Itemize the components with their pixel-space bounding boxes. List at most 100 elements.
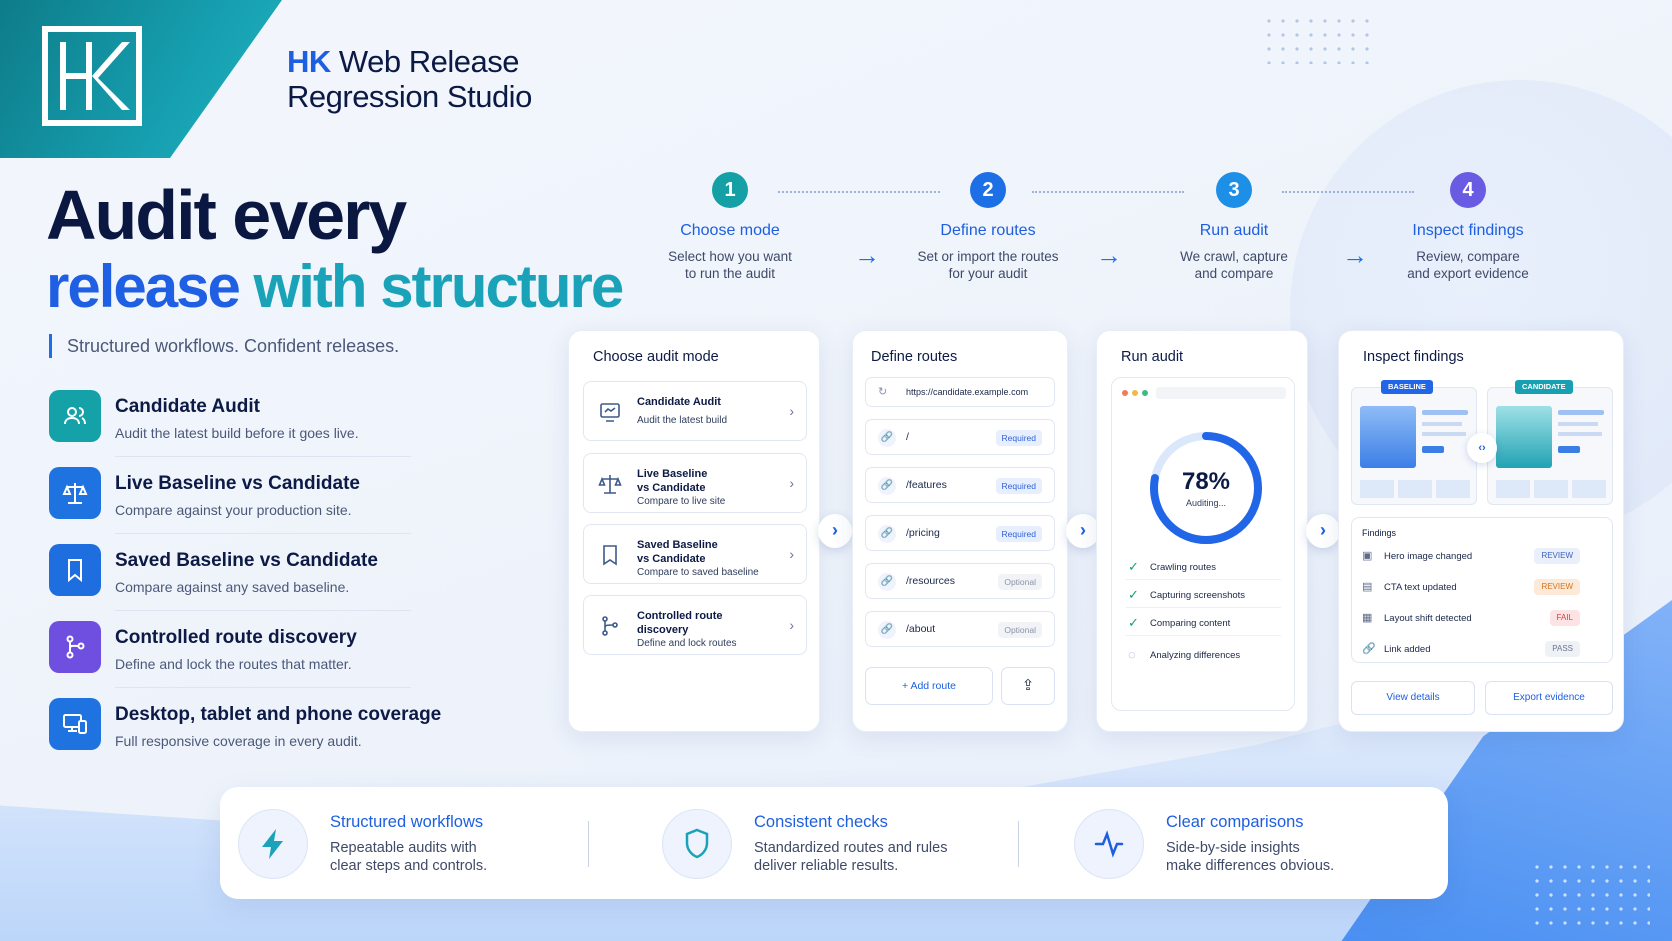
baseline-label: BASELINE xyxy=(1381,380,1433,394)
next-step-button[interactable]: › xyxy=(1306,514,1340,548)
feature-desc: Compare against your production site. xyxy=(115,502,352,518)
next-step-button[interactable]: › xyxy=(1066,514,1100,548)
lightning-icon xyxy=(238,809,308,879)
feature-title: Saved Baseline vs Candidate xyxy=(115,550,378,571)
text-line xyxy=(1558,410,1604,415)
check-row: ✓Crawling routes xyxy=(1126,554,1281,580)
feature-desc: Full responsive coverage in every audit. xyxy=(115,733,362,749)
route-tag: Optional xyxy=(998,622,1042,638)
feature-title: Desktop, tablet and phone coverage xyxy=(115,704,442,725)
benefits-bar: Structured workflows Repeatable audits w… xyxy=(220,787,1448,899)
benefit-consistent: Consistent checks Standardized routes an… xyxy=(662,787,992,899)
image-placeholder xyxy=(1360,406,1416,468)
route-row[interactable]: 🔗 / Required xyxy=(865,419,1055,455)
url-input[interactable]: ↻ https://candidate.example.com xyxy=(865,377,1055,407)
route-row[interactable]: 🔗 /features Required xyxy=(865,467,1055,503)
view-details-button[interactable]: View details xyxy=(1351,681,1475,715)
link-icon: 🔗 xyxy=(1362,643,1376,655)
step-connector xyxy=(1282,191,1414,193)
dot-grid-bottom xyxy=(1530,860,1650,930)
step-number: 4 xyxy=(1450,172,1486,208)
upload-icon[interactable]: ⇪ xyxy=(1001,667,1055,705)
thumb-row xyxy=(1360,480,1470,498)
mode-card-candidate[interactable]: Candidate Audit Audit the latest build › xyxy=(583,381,807,441)
window-dot xyxy=(1142,390,1148,396)
shield-icon xyxy=(662,809,732,879)
compare-toggle-icon[interactable]: ‹› xyxy=(1467,433,1497,463)
hero-headline-2: release with structure xyxy=(46,250,625,324)
address-bar xyxy=(1156,387,1286,399)
candidate-label: CANDIDATE xyxy=(1515,380,1573,394)
benefit-title: Consistent checks xyxy=(754,813,888,831)
panel-choose-mode: Choose audit mode Candidate Audit Audit … xyxy=(568,330,820,732)
mode-desc: Define and lock routes xyxy=(637,638,737,649)
link-icon: 🔗 xyxy=(878,477,896,495)
bookmark-icon xyxy=(49,544,101,596)
feature-desc: Compare against any saved baseline. xyxy=(115,579,350,595)
feature-live-baseline: Live Baseline vs Candidate Compare again… xyxy=(49,467,411,535)
compare-arrows-icon xyxy=(1074,809,1144,879)
route-path: /about xyxy=(906,623,936,635)
route-row[interactable]: 🔗 /pricing Required xyxy=(865,515,1055,551)
devices-icon xyxy=(49,698,101,750)
baseline-preview xyxy=(1351,387,1477,505)
link-icon: 🔗 xyxy=(878,525,896,543)
panel-title: Inspect findings xyxy=(1363,349,1464,365)
next-step-button[interactable]: › xyxy=(818,514,852,548)
tagline: Structured workflows. Confident releases… xyxy=(49,334,399,358)
hk-logo-mark xyxy=(60,42,130,110)
branch-icon xyxy=(49,621,101,673)
divider xyxy=(1018,821,1019,867)
hero-word-release: release xyxy=(46,253,241,320)
feature-title: Candidate Audit xyxy=(115,396,260,417)
benefit-title: Clear comparisons xyxy=(1166,813,1304,831)
hk-logo xyxy=(42,26,142,126)
arrow-right-icon: → xyxy=(854,240,880,270)
cta-placeholder xyxy=(1422,446,1444,453)
dot-grid-top xyxy=(1262,14,1372,64)
hero-word-structure: with structure xyxy=(253,253,625,320)
add-route-button[interactable]: + Add route xyxy=(865,667,993,705)
thumb-row xyxy=(1496,480,1606,498)
hero-headline-1: Audit every xyxy=(46,176,407,254)
mode-desc: Compare to saved baseline xyxy=(637,567,759,578)
route-row[interactable]: 🔗 /about Optional xyxy=(865,611,1055,647)
link-icon: 🔗 xyxy=(878,573,896,591)
mode-desc: Compare to live site xyxy=(637,496,726,507)
image-placeholder xyxy=(1496,406,1552,468)
text-icon: ▤ xyxy=(1362,581,1373,593)
feature-desc: Audit the latest build before it goes li… xyxy=(115,425,359,441)
text-line xyxy=(1558,422,1598,426)
chevron-right-icon: › xyxy=(789,475,794,491)
branch-icon xyxy=(598,614,624,640)
route-row[interactable]: 🔗 /resources Optional xyxy=(865,563,1055,599)
text-line xyxy=(1422,422,1462,426)
mode-title: Candidate Audit xyxy=(637,396,721,408)
mode-desc: Audit the latest build xyxy=(637,415,728,426)
text-line xyxy=(1422,410,1468,415)
export-evidence-button[interactable]: Export evidence xyxy=(1485,681,1613,715)
route-tag: Required xyxy=(995,430,1042,446)
brand-title: HK Web Release Regression Studio xyxy=(287,44,532,114)
route-tag: Required xyxy=(995,478,1042,494)
refresh-icon: ↻ xyxy=(878,386,888,398)
route-path: /pricing xyxy=(906,527,940,539)
feature-title: Live Baseline vs Candidate xyxy=(115,473,360,494)
check-icon: ✓ xyxy=(1128,587,1139,602)
step-number: 3 xyxy=(1216,172,1252,208)
step-title: Inspect findings xyxy=(1412,222,1524,239)
